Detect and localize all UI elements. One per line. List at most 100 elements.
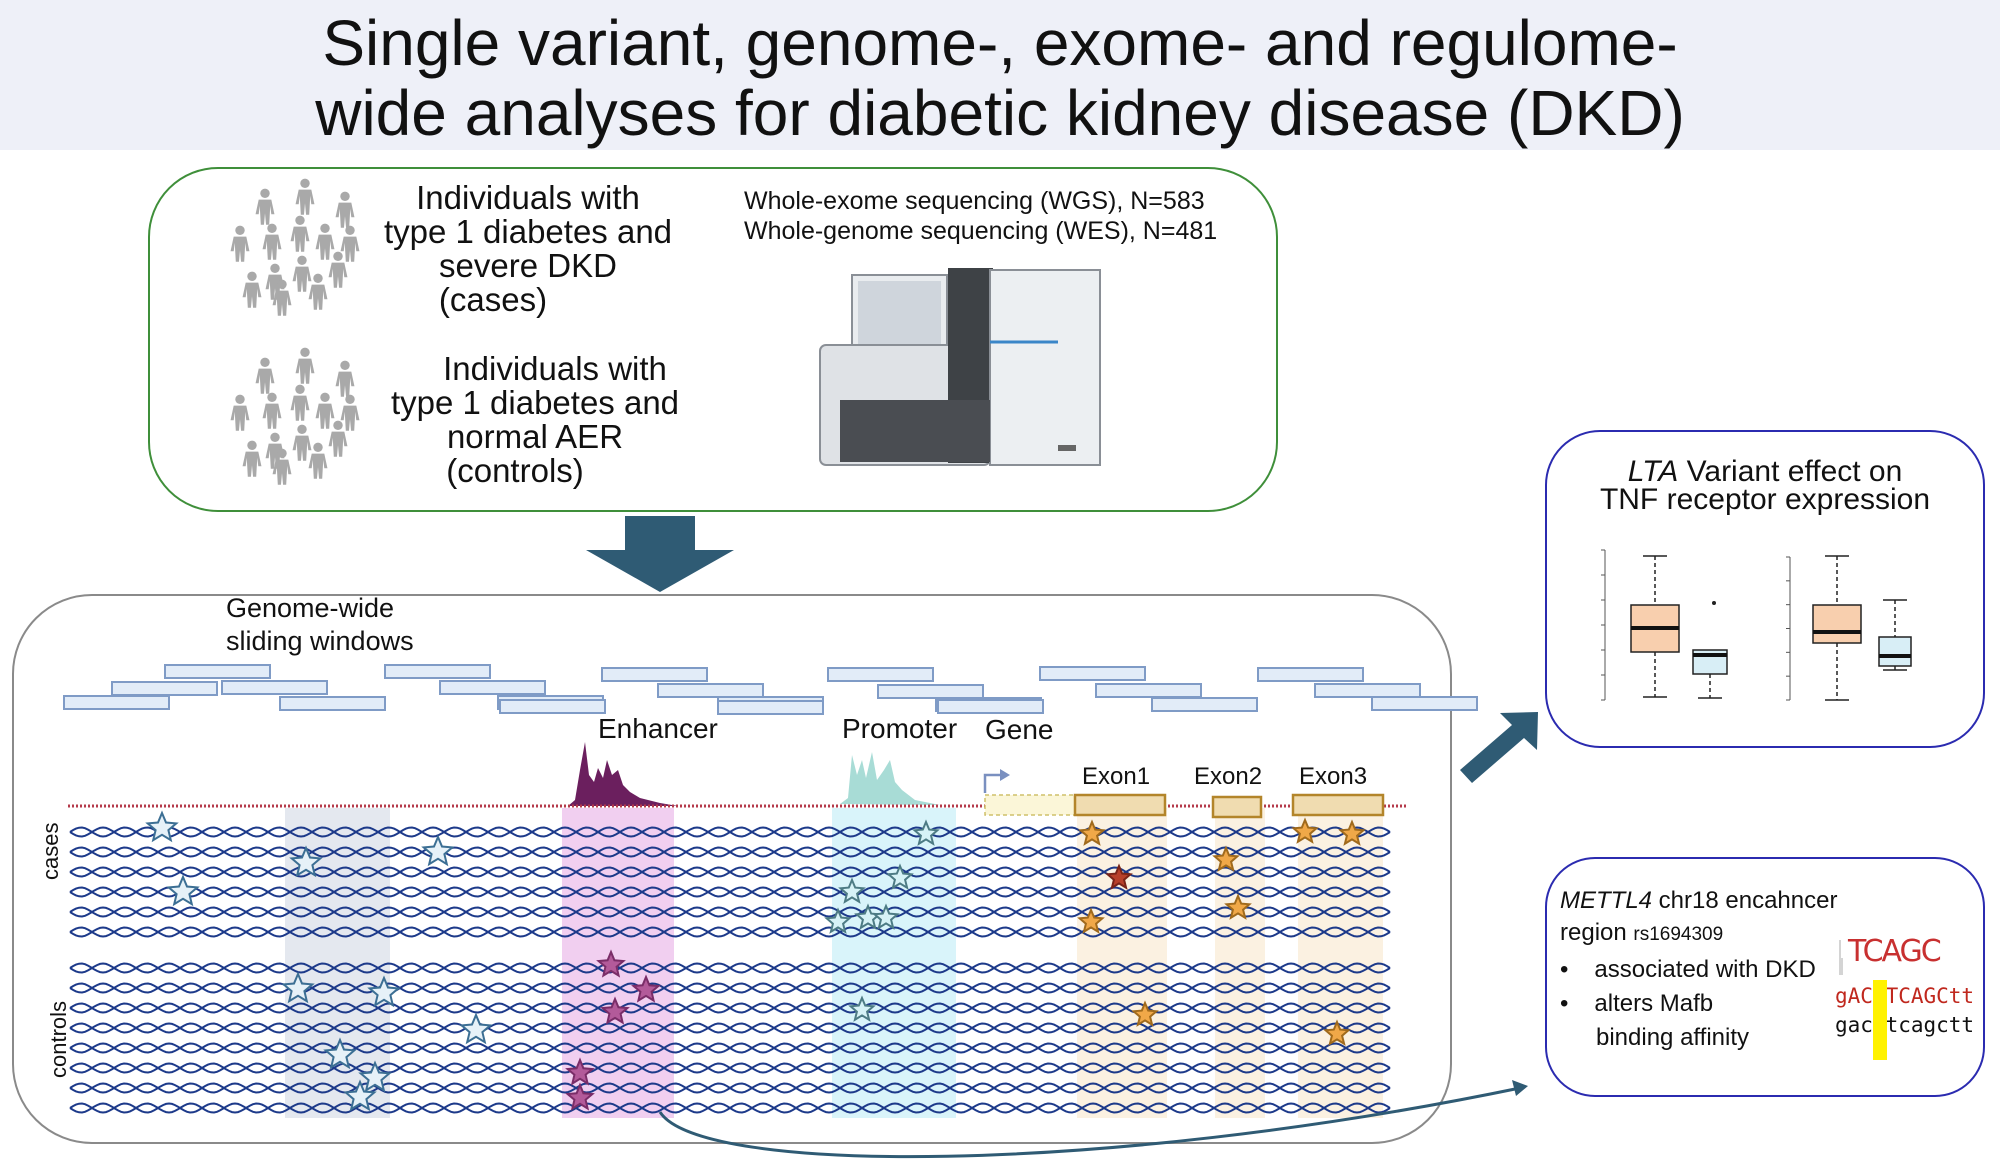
variant-star-icon (1338, 819, 1366, 846)
sliding-window (279, 696, 386, 711)
controls-person-icon (315, 392, 335, 429)
page-title: Single variant, genome-, exome- and regu… (0, 8, 2000, 148)
cases-person-icon (308, 273, 328, 310)
controls-person-icon (308, 442, 328, 479)
sliding-window (1257, 667, 1364, 682)
cases-person-icon (328, 251, 348, 288)
gene-body (984, 794, 1078, 816)
exon-3-box (1291, 793, 1385, 817)
sliding-window (63, 695, 170, 710)
sliding-window (601, 667, 708, 682)
sliding-window (499, 699, 606, 714)
controls-person-icon (290, 384, 310, 421)
dna-strand (69, 982, 1391, 994)
dna-strand (69, 886, 1391, 898)
dna-strand (69, 1062, 1391, 1074)
title-band (0, 0, 2000, 150)
sliding-window (1371, 696, 1478, 711)
cases-person-icon (230, 225, 250, 262)
tss-arrowhead-icon (1000, 769, 1010, 781)
lta-plot2-controls-box (1878, 636, 1912, 667)
controls-description: Individuals with type 1 diabetes and nor… (390, 350, 680, 489)
variant-star-icon (912, 819, 940, 846)
promoter-label: Promoter (842, 713, 958, 744)
sliding-window (877, 684, 984, 699)
controls-person-icon (272, 448, 292, 485)
cases-description: Individuals with type 1 diabetes and sev… (383, 179, 673, 318)
sliding-window (439, 680, 546, 695)
variant-star-icon (421, 834, 455, 867)
variant-star-icon (565, 1082, 595, 1111)
cases-person-icon (290, 215, 310, 252)
sequencer-drawer-icon (840, 400, 990, 462)
dna-strand (69, 1082, 1391, 1094)
controls-person-icon (242, 440, 262, 477)
controls-person-icon (230, 394, 250, 431)
sliding-window (1151, 697, 1258, 712)
controls-person-icon (295, 347, 315, 384)
sequencer-badge-icon (1058, 445, 1076, 451)
sliding-window (1314, 683, 1421, 698)
lta-plot2-cases-box (1812, 604, 1862, 644)
sliding-window (111, 681, 218, 696)
enhancer-label: Enhancer (598, 713, 718, 744)
variant-star-icon (323, 1037, 357, 1070)
variant-star-icon (358, 1060, 392, 1093)
variant-star-icon (565, 1057, 595, 1086)
variant-star-icon (838, 877, 866, 904)
cases-person-icon (242, 271, 262, 308)
variant-star-icon (1224, 893, 1252, 920)
cases-person-icon (295, 178, 315, 215)
sliding-window (717, 700, 824, 715)
dna-strand (69, 906, 1391, 918)
variant-star-icon (1077, 907, 1105, 934)
variant-star-icon (600, 996, 630, 1025)
variant-star-icon (166, 874, 200, 907)
gene-label: Gene (985, 714, 1054, 745)
variant-star-icon (872, 903, 900, 930)
down-arrow-icon (586, 516, 734, 592)
variant-star-icon (886, 863, 914, 890)
variant-star-icon (1212, 845, 1240, 872)
dna-strand (69, 962, 1391, 974)
mettl4-gene: METTL4 (1560, 887, 1653, 914)
sliding-window (657, 683, 764, 698)
variant-star-icon (1323, 1019, 1351, 1046)
exon2-label: Exon2 (1194, 763, 1263, 790)
variant-star-icon (631, 974, 661, 1003)
cases-person-icon (315, 223, 335, 260)
title-line-1: Single variant, genome-, exome- and regu… (322, 7, 1678, 79)
mettl4-bullets: •associated with DKD •alters Mafb bindin… (1560, 956, 1816, 1051)
mettl4-title: METTL4 chr18 encahncer region rs1694309 (1560, 887, 1838, 946)
sliding-window (937, 699, 1044, 714)
variant-star-icon (1291, 817, 1319, 844)
dna-strand (69, 1002, 1391, 1014)
variant-star-icon (1105, 863, 1133, 890)
motif-axis-icon (1839, 940, 1843, 975)
exon-2-box (1211, 795, 1263, 819)
variant-star-icon (289, 845, 323, 878)
diagonal-arrow-icon (1460, 712, 1538, 783)
dna-strand (69, 1022, 1391, 1034)
dna-strand (69, 926, 1391, 938)
curved-arrowhead-icon (1512, 1080, 1528, 1096)
mettl4-panel (1545, 857, 1985, 1097)
variant-star-icon (848, 995, 876, 1022)
variant-sequence: gACGTCAGCtt (1835, 984, 1975, 1008)
lta-panel (1545, 430, 1985, 748)
sliding-window (384, 664, 491, 679)
sliding-window (221, 680, 328, 695)
cases-person-icon (255, 188, 275, 225)
variant-star-icon (145, 810, 179, 843)
exon3-label: Exon3 (1299, 763, 1368, 790)
controls-person-icon (335, 360, 355, 397)
dna-strand (69, 1102, 1391, 1114)
enhancer-peak-icon (568, 742, 678, 806)
variant-star-icon (459, 1012, 493, 1045)
dna-strand (69, 846, 1391, 858)
exon1-label: Exon1 (1082, 763, 1151, 790)
variant-star-icon (343, 1079, 377, 1112)
cases-person-icon (340, 225, 360, 262)
variant-star-icon (1078, 819, 1106, 846)
